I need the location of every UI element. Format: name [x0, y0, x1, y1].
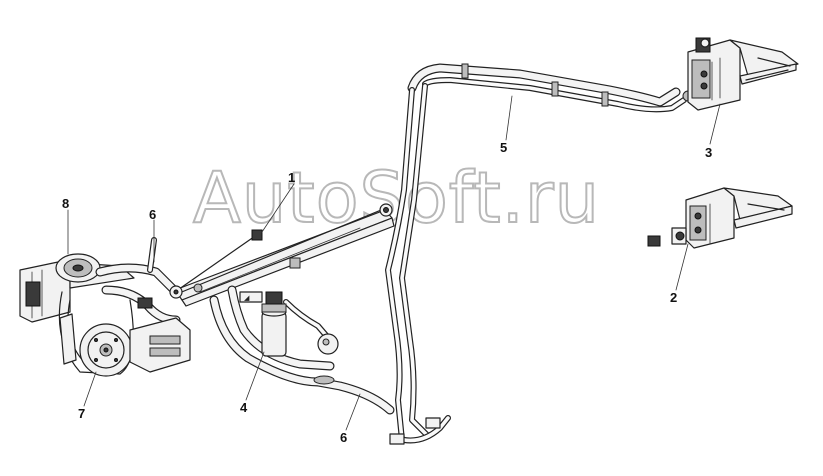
part-4-receiver-drier: ◢	[209, 285, 395, 415]
callout-6-lower: 6	[340, 430, 347, 445]
callout-4: 4	[240, 400, 248, 415]
callout-3: 3	[705, 145, 712, 160]
callout-8: 8	[62, 196, 69, 211]
svg-text:◢: ◢	[244, 294, 250, 302]
part-1-condenser-bar	[171, 203, 395, 307]
callout-1: 1	[288, 170, 295, 185]
part-3-evaporator-rear	[687, 37, 799, 111]
part-2-evaporator-front	[647, 187, 793, 249]
callout-2: 2	[670, 290, 677, 305]
callout-6-upper: 6	[149, 207, 156, 222]
part-7-8-compressor-assembly	[19, 237, 203, 377]
callout-5: 5	[500, 140, 507, 155]
leader-lines	[67, 95, 721, 431]
callout-7: 7	[78, 406, 85, 421]
callouts: 1 2 3 4 5 6 6 7 8	[62, 140, 712, 445]
part-5-pipe	[385, 63, 694, 445]
watermark: AutoSoft.ru	[192, 156, 600, 240]
watermark-text: AutoSoft.ru	[193, 157, 600, 239]
